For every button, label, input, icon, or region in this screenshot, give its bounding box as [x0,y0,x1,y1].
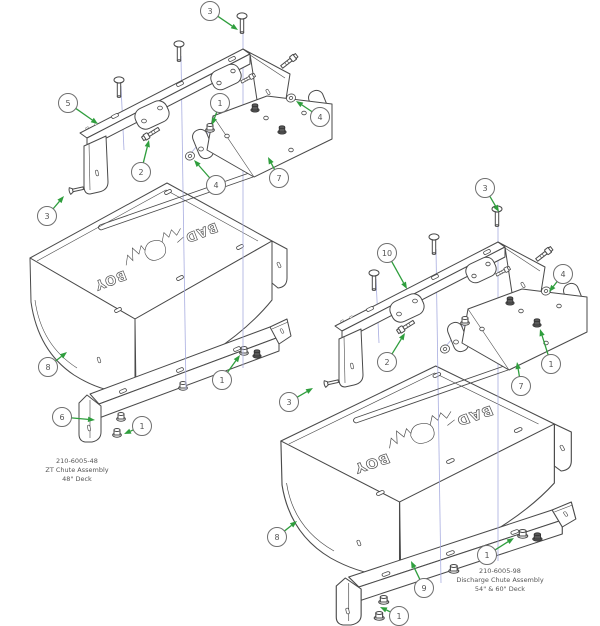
callout-4: 4 [296,101,330,127]
left-deck-size: 48" Deck [62,475,92,483]
callout-balloon-8 [38,357,58,377]
callout-number: 2 [384,358,389,367]
callout-number: 1 [396,612,401,621]
callout-balloon-4 [310,107,330,127]
callout-2: 2 [131,140,151,182]
callout-number: 1 [484,551,489,560]
callout-balloon-2 [131,162,151,182]
callout-number: 8 [45,363,50,372]
callout-7: 7 [511,362,531,396]
callout-balloon-8 [267,527,287,547]
callout-number: 4 [560,270,565,279]
callout-3: 3 [475,178,499,212]
callout-balloon-6 [52,407,72,427]
callout-7: 7 [268,157,289,188]
callout-balloon-1 [477,545,497,565]
callout-5: 5 [58,93,98,124]
callout-1: 1 [212,355,240,390]
callout-number: 5 [65,99,70,108]
callout-number: 10 [382,249,392,258]
callout-number: 3 [207,7,212,16]
right-part-number: 210-6005-98 [479,567,521,575]
callout-balloon-2 [377,352,397,372]
callout-number: 8 [274,533,279,542]
callout-number: 6 [59,413,64,422]
callout-balloon-10 [377,243,397,263]
callout-1: 1 [539,329,561,374]
callout-1: 1 [380,606,409,626]
callout-balloon-4 [553,264,573,284]
callout-number: 3 [286,398,291,407]
right-assembly-label: 210-6005-98 Discharge Chute Assembly 54"… [435,567,565,594]
callout-1: 1 [477,538,514,565]
callout-balloon-4 [206,175,226,195]
callout-balloon-1 [210,93,230,113]
callout-4: 4 [549,264,573,292]
callout-balloon-3 [475,178,495,198]
callout-balloon-3 [279,392,299,412]
callout-layer: 3 5 1 4 2 4 7 3 8 6 1 1 3 10 4 2 1 7 3 8 9 1 1 [37,1,573,626]
right-part-name: Discharge Chute Assembly [456,576,544,584]
callout-1: 1 [124,416,152,436]
callout-2: 2 [377,333,405,372]
callout-6: 6 [52,407,95,427]
callout-number: 7 [276,174,281,183]
callout-3: 3 [37,196,64,226]
callout-number: 3 [44,212,49,221]
callout-number: 4 [317,113,322,122]
callout-balloon-3 [200,1,220,21]
callout-balloon-7 [269,168,289,188]
assembly-left-chute [30,183,291,442]
callout-balloon-1 [132,416,152,436]
callout-balloon-1 [212,370,232,390]
callout-number: 4 [213,181,218,190]
callout-balloon-7 [511,376,531,396]
callout-3: 3 [200,1,238,30]
callout-number: 3 [482,184,487,193]
right-deck-size: 54" & 60" Deck [474,585,526,593]
callout-balloon-1 [541,354,561,374]
callout-10: 10 [377,243,407,289]
callout-1: 1 [210,93,230,125]
callout-balloon-3 [37,206,57,226]
callout-number: 2 [138,168,143,177]
callout-number: 7 [518,382,523,391]
callout-8: 8 [267,521,297,547]
callout-9: 9 [411,561,434,598]
callout-8: 8 [38,352,67,377]
callout-number: 1 [139,422,144,431]
callout-balloon-9 [414,578,434,598]
callout-number: 1 [548,360,553,369]
left-part-name: ZT Chute Assembly [45,466,109,474]
callout-number: 1 [217,99,222,108]
callout-4: 4 [194,160,226,195]
callout-number: 1 [219,376,224,385]
callout-number: 9 [421,584,426,593]
callout-3: 3 [279,388,313,412]
left-assembly-label: 210-6005-48 ZT Chute Assembly 48" Deck [12,457,142,484]
left-part-number: 210-6005-48 [56,457,98,465]
callout-balloon-5 [58,93,78,113]
